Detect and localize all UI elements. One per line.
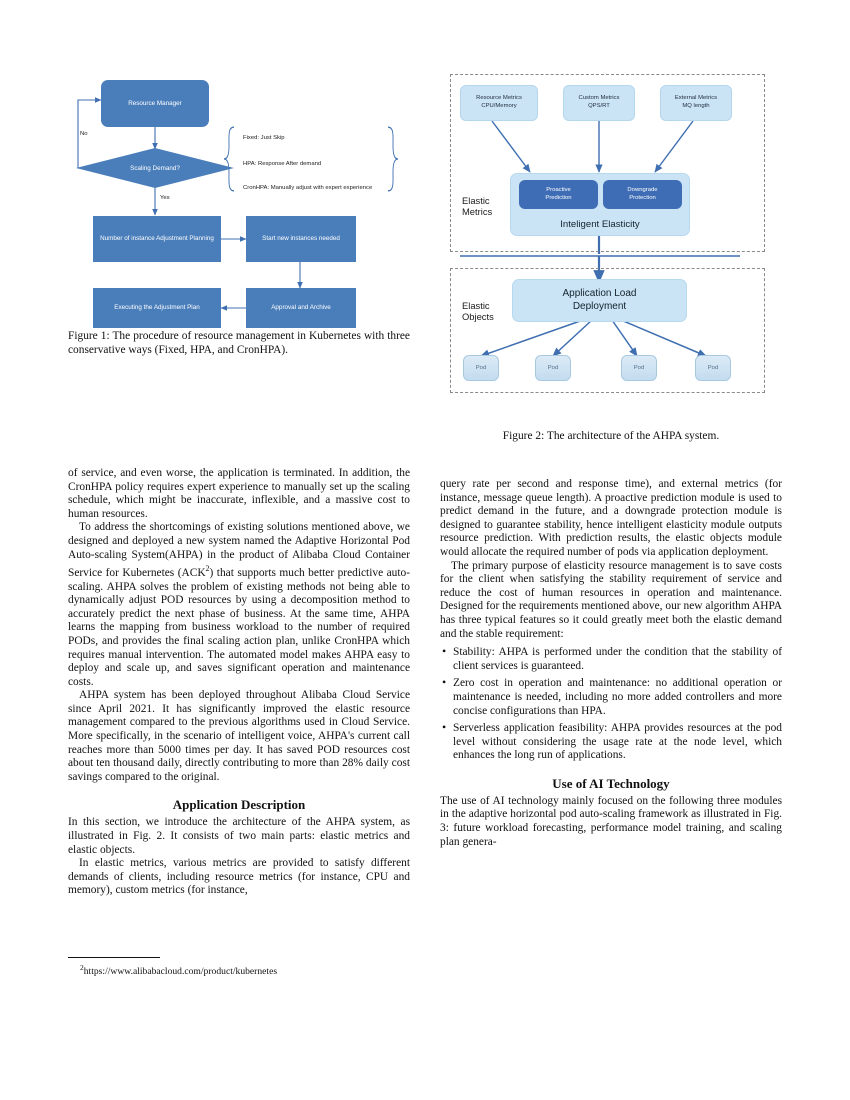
feature-list: • Stability: AHPA is performed under the …	[440, 644, 782, 763]
footnote-number: 2	[80, 963, 84, 972]
pod-box: Pod	[463, 355, 499, 381]
pod-label: Pod	[707, 365, 719, 371]
list-item-text: Serverless application feasibility: AHPA…	[453, 722, 782, 762]
metric-box-external: External Metrics MQ length	[660, 85, 732, 121]
pod-box: Pod	[695, 355, 731, 381]
intelligent-elasticity-title-text: Inteligent Elasticity	[560, 219, 640, 230]
bullet-icon: •	[442, 675, 447, 690]
flow-edge-label-yes: Yes	[160, 194, 170, 202]
section-heading-application-description: Application Description	[172, 797, 306, 813]
bullet-icon: •	[442, 644, 447, 659]
right-column: query rate per second and response time)…	[440, 478, 782, 849]
flow-note-cronhpa: CronHPA: Manually adjust with expert exp…	[243, 184, 391, 192]
figure-1-caption-text: Figure 1: The procedure of resource mana…	[68, 330, 410, 356]
list-item: • Serverless application feasibility: AHP…	[440, 720, 782, 763]
downgrade-protection-box: Downgrade Protection	[603, 180, 682, 209]
figure-2-caption: Figure 2: The architecture of the AHPA s…	[440, 430, 782, 444]
metric-box-custom: Custom Metrics QPS/RT	[563, 85, 635, 121]
flow-node-resource-manager: Resource Manager	[101, 80, 209, 127]
pod-box: Pod	[535, 355, 571, 381]
flow-node-start-instances: Start new instances needed	[246, 216, 356, 262]
elastic-metrics-label: Elastic Metrics	[462, 183, 514, 218]
list-item-text: Stability: AHPA is performed under the c…	[453, 646, 782, 672]
flow-node-planning: Number of instance Adjustment Planning	[93, 216, 221, 262]
bullet-icon: •	[442, 720, 447, 735]
figure-2-caption-text: Figure 2: The architecture of the AHPA s…	[502, 430, 720, 442]
paragraph-service-terminated: of service, and even worse, the applicat…	[68, 467, 410, 520]
list-item: • Stability: AHPA is performed under the …	[440, 644, 782, 673]
elastic-objects-label: Elastic Objects	[462, 288, 514, 323]
flow-node-label: Start new instances needed	[262, 235, 340, 242]
flow-node-label: Approval and Archive	[271, 304, 331, 311]
elastic-metrics-group	[450, 74, 765, 252]
list-item-text: Zero cost in operation and maintenance: …	[453, 677, 782, 717]
metric-box-label: Resource Metrics CPU/Memory	[476, 95, 522, 109]
flow-edge-label-no: No	[80, 130, 88, 138]
pod-label: Pod	[547, 365, 559, 371]
flow-note-text: HPA: Response After demand	[243, 161, 322, 167]
flow-node-label: Scaling Demand?	[130, 164, 180, 172]
paragraph-query-rate: query rate per second and response time)…	[440, 478, 782, 558]
paragraph-ai-technology: The use of AI technology mainly focused …	[440, 794, 782, 848]
flow-node-executing: Executing the Adjustment Plan	[93, 288, 221, 328]
elastic-objects-group	[450, 268, 765, 393]
paragraph-elastic-metrics: In elastic metrics, various metrics are …	[68, 857, 410, 897]
figure-1-caption: Figure 1: The procedure of resource mana…	[68, 330, 410, 357]
proactive-prediction-box: Proactive Prediction	[519, 180, 598, 209]
flow-node-label: Number of instance Adjustment Planning	[100, 235, 214, 242]
intelligent-elasticity-box: Proactive Prediction Downgrade Protectio…	[510, 173, 690, 236]
pod-label: Pod	[633, 365, 645, 371]
figure-1-flowchart: Resource Manager Scaling Demand? No Yes …	[68, 70, 410, 328]
pod-label: Pod	[475, 365, 487, 371]
flow-note-text: Fixed: Just Skip	[243, 135, 285, 141]
paragraph-ahpa-deployment: AHPA system has been deployed throughout…	[68, 689, 410, 783]
subbox-label: Downgrade Protection	[627, 186, 658, 201]
group-label-text: Elastic Metrics	[462, 194, 493, 218]
list-item: • Zero cost in operation and maintenance:…	[440, 675, 782, 718]
metric-box-label: External Metrics MQ length	[674, 95, 718, 109]
footnote-text: 2https://www.alibabacloud.com/product/ku…	[68, 962, 410, 977]
flow-node-approval: Approval and Archive	[246, 288, 356, 328]
flow-node-label: Executing the Adjustment Plan	[114, 304, 200, 311]
paragraph-architecture-intro: In this section, we introduce the archit…	[68, 816, 410, 856]
footnote-marker-2: 2	[205, 564, 210, 574]
intelligent-elasticity-title: Inteligent Elasticity	[511, 219, 689, 230]
paragraph-ahpa-intro: To address the shortcomings of existing …	[68, 521, 410, 689]
pod-box: Pod	[621, 355, 657, 381]
flow-note-fixed: Fixed: Just Skip	[243, 134, 383, 142]
flow-note-text: CronHPA: Manually adjust with expert exp…	[243, 185, 373, 191]
section-heading-use-of-ai-technology: Use of AI Technology	[552, 775, 670, 791]
paragraph-primary-purpose: The primary purpose of elasticity resour…	[440, 559, 782, 640]
figure-2-architecture: Elastic Metrics Elastic Objects Resource…	[440, 70, 782, 420]
edge-label-text: No	[80, 131, 88, 137]
edge-label-text: Yes	[160, 195, 170, 201]
footnote-url[interactable]: https://www.alibabacloud.com/product/kub…	[83, 966, 278, 978]
metric-box-resource: Resource Metrics CPU/Memory	[460, 85, 538, 121]
paragraph-ahpa-intro-part1: To address the shortcomings of existing …	[68, 521, 410, 579]
left-column: of service, and even worse, the applicat…	[68, 467, 410, 898]
application-load-label: Application Load Deployment	[562, 288, 637, 312]
figure-2-connectors	[460, 120, 740, 357]
application-load-deployment-box: Application Load Deployment	[512, 279, 687, 322]
metric-box-label: Custom Metrics QPS/RT	[578, 95, 620, 109]
footnote-rule	[68, 957, 160, 958]
flow-node-label: Resource Manager	[128, 99, 182, 107]
group-label-text: Elastic Objects	[462, 299, 494, 323]
flow-note-hpa: HPA: Response After demand	[243, 160, 393, 168]
subbox-label: Proactive Prediction	[545, 186, 572, 201]
footnote: 2https://www.alibabacloud.com/product/ku…	[68, 957, 410, 977]
paragraph-ahpa-intro-part2: ) that supports much better predictive a…	[68, 566, 410, 688]
